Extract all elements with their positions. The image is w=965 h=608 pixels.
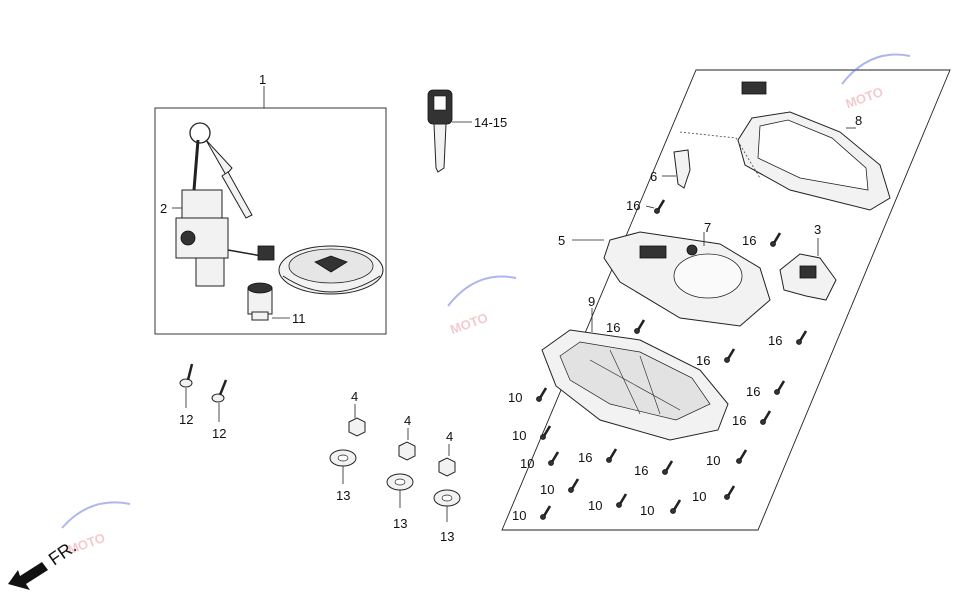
callout-13b: 13 <box>393 516 407 531</box>
callout-16g: 16 <box>732 413 746 428</box>
callout-10h: 10 <box>512 508 526 523</box>
meter-board <box>603 231 771 327</box>
callout-16c: 16 <box>606 320 620 335</box>
screw-10a <box>536 387 548 402</box>
callout-6: 6 <box>650 169 657 184</box>
callout-10e: 10 <box>540 482 554 497</box>
callout-7: 7 <box>704 220 711 235</box>
screw-16g <box>760 410 772 425</box>
callout-10c: 10 <box>520 456 534 471</box>
callout-11: 11 <box>292 311 306 326</box>
ignition-switch <box>175 122 275 287</box>
callout-14-15: 14-15 <box>474 115 507 130</box>
callout-16d: 16 <box>768 333 782 348</box>
screw-10e <box>568 478 580 493</box>
callout-4b: 4 <box>404 413 411 428</box>
callout-12b: 12 <box>212 426 226 441</box>
bracket-3 <box>779 253 837 301</box>
watermark-logo-icon-2: MOTO <box>447 275 517 337</box>
svg-text:MOTO: MOTO <box>66 530 108 557</box>
callout-16b: 16 <box>742 233 756 248</box>
ignition-set-box <box>154 107 387 335</box>
callout-1: 1 <box>259 72 266 87</box>
callout-8: 8 <box>855 113 862 128</box>
callout-10i: 10 <box>640 503 654 518</box>
callout-9: 9 <box>588 294 595 309</box>
screw-16c <box>634 319 646 334</box>
screw-16d <box>796 330 808 345</box>
callout-10g: 10 <box>692 489 706 504</box>
callout-16e: 16 <box>696 353 710 368</box>
callout-10f: 10 <box>588 498 602 513</box>
callout-10b: 10 <box>512 428 526 443</box>
callout-10d: 10 <box>706 453 720 468</box>
svg-text:MOTO: MOTO <box>844 84 886 111</box>
screw-12b <box>211 379 228 403</box>
screw-16f <box>774 380 786 395</box>
fuel-cap <box>278 245 384 295</box>
nut-4c <box>438 457 456 477</box>
lower-case <box>541 329 729 441</box>
lens-part-6 <box>673 149 691 189</box>
watermark-logo-icon-3: MOTO <box>61 501 131 557</box>
callout-4c: 4 <box>446 429 453 444</box>
screw-16a <box>654 199 666 214</box>
screw-10c <box>548 451 560 466</box>
callout-4a: 4 <box>351 389 358 404</box>
callout-16h: 16 <box>578 450 592 465</box>
screw-10d <box>736 449 748 464</box>
front-arrow-icon <box>8 562 48 590</box>
callout-16a: 16 <box>626 198 640 213</box>
screw-10h <box>540 505 552 520</box>
screw-16i <box>662 460 674 475</box>
screw-10f <box>616 493 628 508</box>
callout-5: 5 <box>558 233 565 248</box>
seat-lock-cylinder <box>247 282 273 321</box>
watermark-logo-icon: MOTO <box>841 53 911 111</box>
screw-10b <box>540 425 552 440</box>
svg-text:MOTO: MOTO <box>448 310 490 337</box>
callout-10a: 10 <box>508 390 522 405</box>
nut-4b <box>398 441 416 461</box>
callout-12a: 12 <box>179 412 193 427</box>
nut-4a <box>348 417 366 437</box>
key <box>427 89 453 173</box>
callout-2: 2 <box>160 201 167 216</box>
screw-16h <box>606 448 618 463</box>
meter-cover <box>737 81 891 211</box>
screw-16e <box>724 348 736 363</box>
screw-10i <box>670 499 682 514</box>
callout-16f: 16 <box>746 384 760 399</box>
callout-13c: 13 <box>440 529 454 544</box>
callout-13a: 13 <box>336 488 350 503</box>
callout-3: 3 <box>814 222 821 237</box>
callout-16i: 16 <box>634 463 648 478</box>
screw-10g <box>724 485 736 500</box>
screw-16b <box>770 232 782 247</box>
screw-12a <box>179 363 194 388</box>
